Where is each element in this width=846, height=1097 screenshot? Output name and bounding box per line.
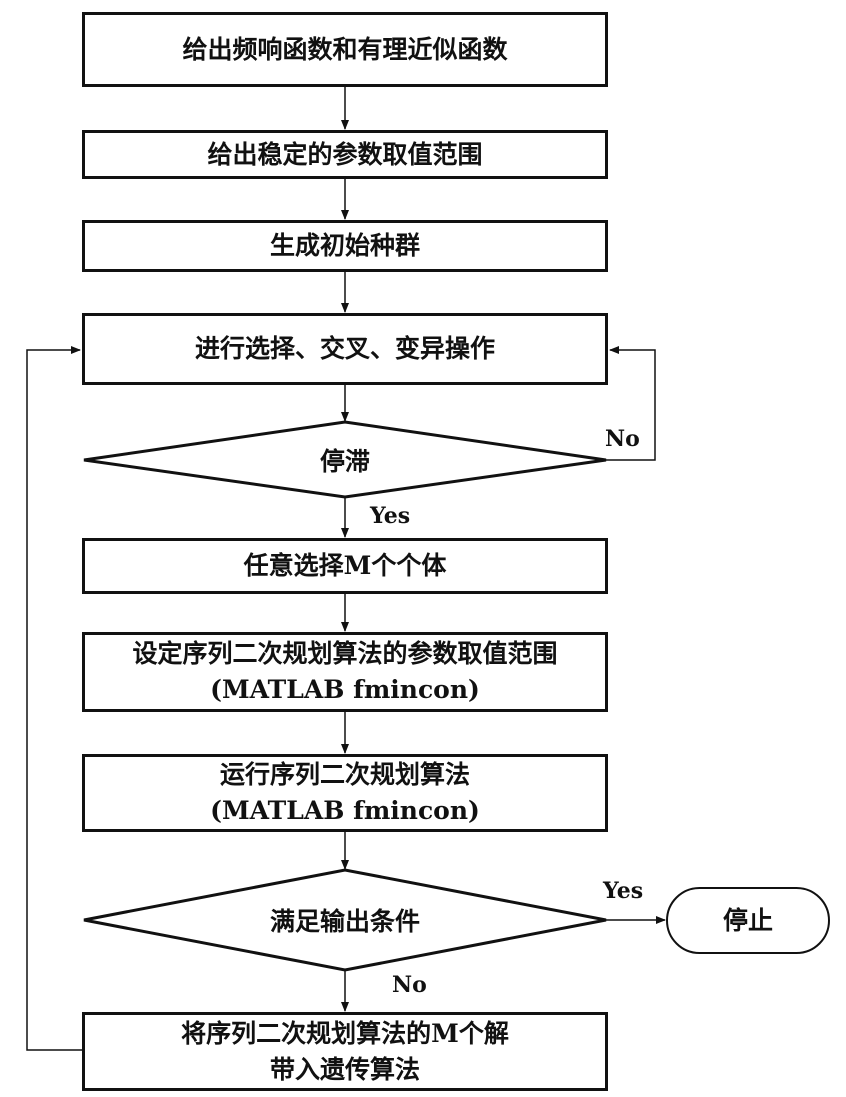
process-sqp-param-range: 设定序列二次规划算法的参数取值范围 (MATLAB fmincon) bbox=[82, 632, 608, 712]
process-text-line1: 将序列二次规划算法的M个解 bbox=[181, 1018, 509, 1048]
arrow-n8-loop-back bbox=[26, 346, 82, 1051]
process-init-population: 生成初始种群 bbox=[82, 220, 608, 272]
edge-label-stagnation-yes: Yes bbox=[370, 503, 411, 529]
decision-diamond-output-condition bbox=[83, 868, 607, 972]
process-text-line1: 设定序列二次规划算法的参数取值范围 bbox=[132, 639, 558, 668]
edge-label-output-no: No bbox=[392, 972, 427, 998]
decision-text: 停滞 bbox=[319, 447, 370, 476]
decision-output-condition-text: 满足输出条件 bbox=[225, 900, 465, 940]
process-stable-range: 给出稳定的参数取值范围 bbox=[82, 130, 608, 179]
terminal-text: 停止 bbox=[722, 905, 773, 935]
process-text-line2: 带入遗传算法 bbox=[269, 1054, 420, 1084]
process-text-line2: (MATLAB fmincon) bbox=[210, 675, 480, 704]
process-text: 给出稳定的参数取值范围 bbox=[207, 139, 483, 169]
decision-text: 满足输出条件 bbox=[269, 907, 420, 936]
process-text-line1: 运行序列二次规划算法 bbox=[219, 760, 470, 789]
process-text-line2: (MATLAB fmincon) bbox=[210, 796, 480, 825]
process-text: 任意选择M个个体 bbox=[243, 551, 447, 580]
process-ga-operations: 进行选择、交叉、变异操作 bbox=[82, 313, 608, 385]
process-text: 进行选择、交叉、变异操作 bbox=[194, 334, 495, 363]
edge-label-output-yes: Yes bbox=[603, 878, 644, 904]
process-text: 给出频响函数和有理近似函数 bbox=[182, 34, 508, 64]
terminal-stop: 停止 bbox=[666, 887, 830, 954]
process-select-m-individuals: 任意选择M个个体 bbox=[82, 538, 608, 594]
process-text: 生成初始种群 bbox=[269, 231, 420, 260]
arrow-d1-no-loop bbox=[606, 346, 656, 461]
process-freq-response: 给出频响函数和有理近似函数 bbox=[82, 12, 608, 87]
process-run-sqp: 运行序列二次规划算法 (MATLAB fmincon) bbox=[82, 754, 608, 832]
edge-label-stagnation-no: No bbox=[605, 426, 640, 452]
process-feed-solutions-to-ga: 将序列二次规划算法的M个解 带入遗传算法 bbox=[82, 1012, 608, 1091]
decision-diamond-stagnation bbox=[83, 420, 607, 499]
decision-stagnation-text: 停滞 bbox=[245, 440, 445, 480]
